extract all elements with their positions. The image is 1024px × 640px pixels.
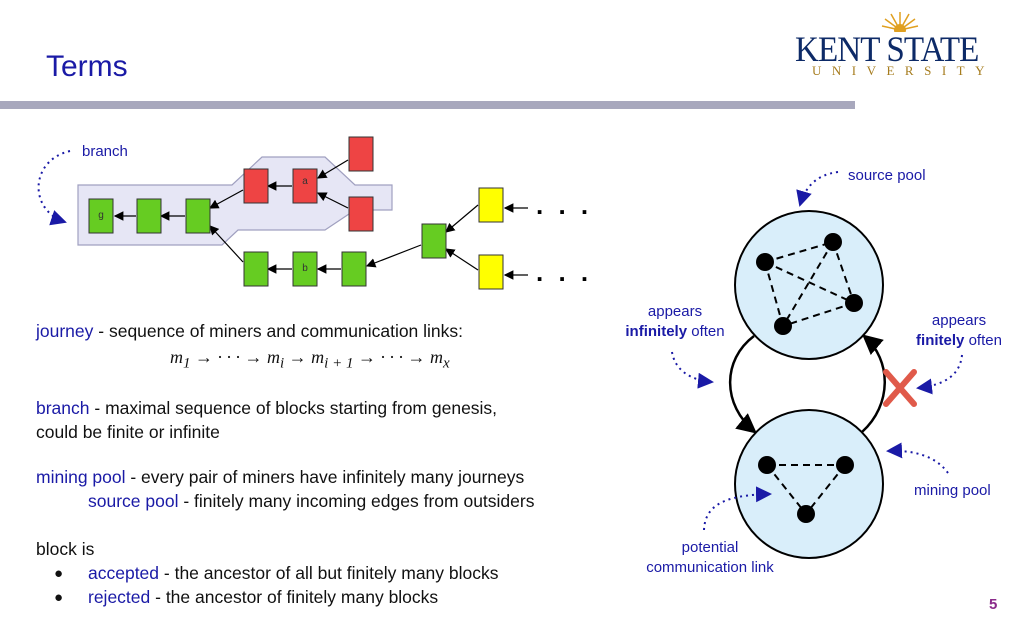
- pool-link-left: [728, 335, 757, 434]
- link-y1-g5: [445, 204, 479, 233]
- block-green-1: [136, 198, 162, 234]
- block-is-heading: block is: [36, 539, 95, 559]
- miner-node: [756, 253, 774, 271]
- block-red-1: [243, 168, 269, 204]
- block-yellow-1: [478, 187, 504, 223]
- title-divider: [0, 101, 855, 109]
- block-b-label: b: [302, 263, 308, 274]
- block-b: [292, 251, 318, 287]
- block-a-label: a: [302, 176, 308, 187]
- block-green-5: [421, 223, 447, 259]
- rejected-definition: rejected - the ancestor of finitely many…: [88, 587, 439, 607]
- block-red-4: [348, 196, 374, 232]
- page-number: 5: [989, 596, 998, 613]
- block-green-4: [341, 251, 367, 287]
- mining-pool-circle: [734, 409, 884, 559]
- blocked-link-icon: [883, 369, 917, 407]
- source-pool-pointer: [796, 171, 839, 207]
- logo-wordmark: KENT STATE: [795, 29, 979, 69]
- link-g3-g2: [209, 225, 244, 263]
- bullet-icon: ●: [54, 589, 64, 606]
- miner-node: [797, 505, 815, 523]
- accepted-definition: accepted - the ancestor of all but finit…: [88, 563, 499, 583]
- journey-definition: journey - sequence of miners and communi…: [36, 321, 464, 341]
- block-green-2: [185, 198, 211, 234]
- infinitely-pointer: [671, 351, 714, 389]
- source-pool-definition: source pool - finitely many incoming edg…: [88, 491, 535, 511]
- branch-definition: branch - maximal sequence of blocks star…: [36, 398, 498, 442]
- appears-infinitely-label: appears infinitely often: [625, 303, 725, 340]
- block-genesis: [88, 198, 114, 234]
- page-title: Terms: [46, 50, 128, 83]
- mining-pool-label: mining pool: [914, 482, 991, 499]
- sun-logo-icon: [881, 12, 919, 32]
- link-r3-a: [316, 159, 349, 179]
- link-r4-a: [316, 192, 349, 209]
- appears-finitely-label: appears finitely often: [916, 312, 1002, 349]
- source-pool-label: source pool: [848, 167, 926, 184]
- branch-highlight: [77, 156, 393, 246]
- ellipsis-bottom: . . .: [536, 257, 593, 287]
- ellipsis-top: . . .: [536, 190, 593, 220]
- finitely-pointer: [916, 354, 963, 395]
- source-pool-circle: [734, 210, 884, 360]
- miner-node: [824, 233, 842, 251]
- branch-pointer: [37, 150, 71, 226]
- mining-pool-definition: mining pool - every pair of miners have …: [36, 467, 525, 487]
- block-green-3: [243, 251, 269, 287]
- journey-formula: m1 → · · · → mi → mi + 1 → · · · → mx: [170, 347, 450, 372]
- miner-node: [845, 294, 863, 312]
- block-g-label: g: [98, 210, 104, 221]
- miner-node: [774, 317, 792, 335]
- link-r1-g2: [208, 189, 244, 209]
- block-a: [292, 168, 318, 204]
- link-y2-g5: [444, 248, 479, 271]
- pool-link-right: [861, 334, 886, 433]
- block-red-3: [348, 136, 374, 172]
- logo-subtitle: UNIVERSITY: [812, 63, 995, 78]
- mining-pool-pointer: [886, 442, 949, 474]
- link-g5-g4: [365, 244, 422, 268]
- miner-node: [758, 456, 776, 474]
- miner-node: [836, 456, 854, 474]
- potential-link-label: potential communication link: [646, 539, 774, 576]
- bullet-icon: ●: [54, 565, 64, 582]
- branch-label: branch: [82, 143, 128, 160]
- potential-link-pointer: [703, 486, 772, 531]
- block-yellow-2: [478, 254, 504, 290]
